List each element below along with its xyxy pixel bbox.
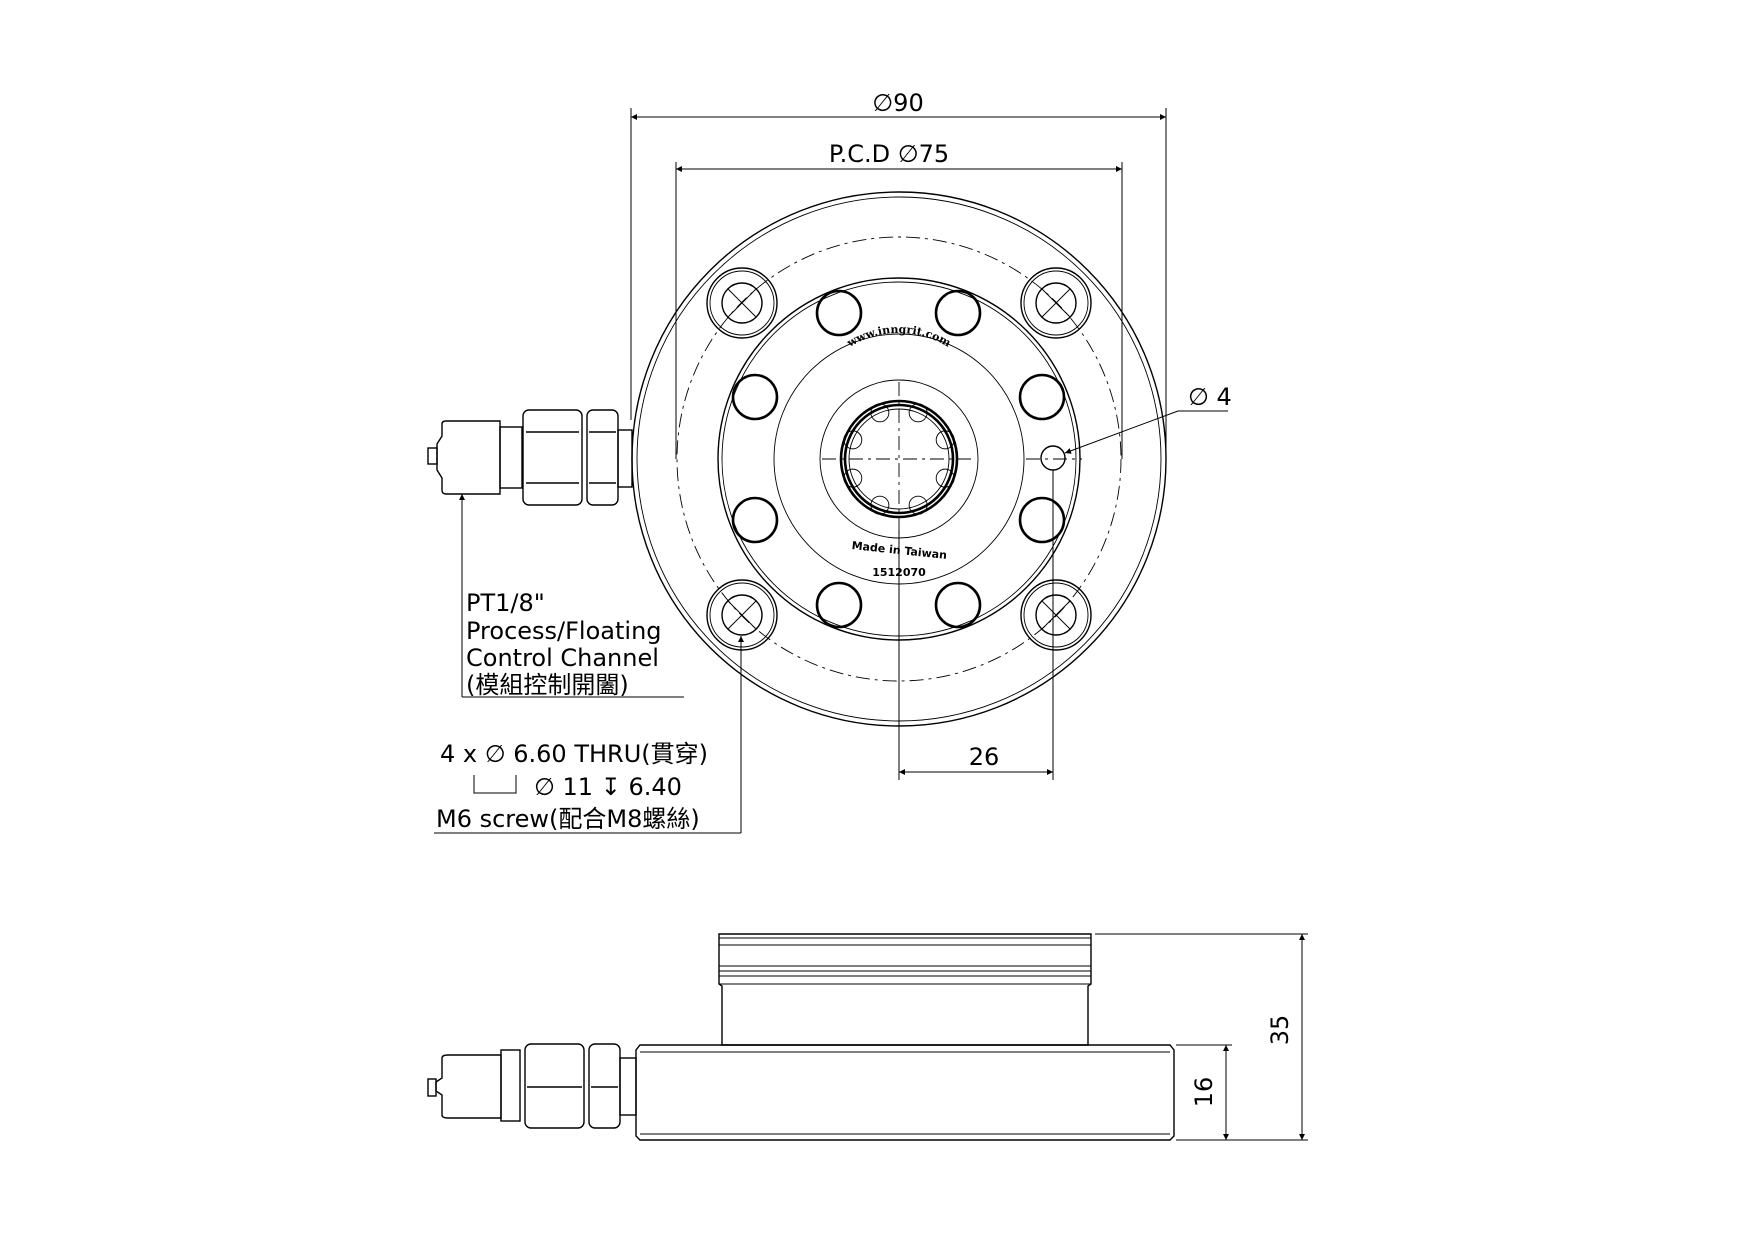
hub-scallop xyxy=(843,430,863,450)
callout-mounting-holes: 4 x ∅ 6.60 THRU(貫穿) ∅ 11 ↧ 6.40 M6 screw… xyxy=(434,636,744,834)
side-view xyxy=(427,933,1175,1141)
total-height-label: 35 xyxy=(1266,1015,1294,1046)
counterbore-label: ∅ 11 ↧ 6.40 xyxy=(534,773,682,801)
hub-scallop xyxy=(908,495,928,515)
screw-label: M6 screw(配合M8螺絲) xyxy=(436,805,700,833)
port-description-line1: Process/Floating xyxy=(466,617,662,645)
hub-scallop xyxy=(870,403,890,423)
dimension-offset: 26 xyxy=(898,470,1054,780)
mounting-hole xyxy=(1020,267,1092,339)
connector-tip xyxy=(427,447,438,465)
mounting-hole xyxy=(1020,579,1092,651)
counterbore-icon xyxy=(473,775,517,794)
pcd-label: P.C.D ∅75 xyxy=(829,140,949,168)
cylinder-grooves xyxy=(719,937,1091,985)
dimension-base-height: 16 xyxy=(1176,1044,1232,1140)
hub-scallops xyxy=(843,403,955,515)
small-hole-label: ∅ 4 xyxy=(1188,383,1232,411)
mounting-hole xyxy=(706,579,778,651)
hub-scallop xyxy=(843,468,863,488)
base-flange xyxy=(635,1044,1175,1141)
threaded-hole xyxy=(815,581,863,629)
port-description-line2: Control Channel xyxy=(466,644,659,672)
base-height-label: 16 xyxy=(1190,1077,1218,1108)
offset-label: 26 xyxy=(969,743,1000,771)
pcd-circle xyxy=(676,236,1122,682)
connector-body xyxy=(436,420,501,495)
small-pin-hole xyxy=(1040,445,1066,471)
dimension-outer-diameter: ∅90 xyxy=(630,89,1167,459)
pneumatic-connector-side xyxy=(427,1043,637,1129)
hub-bore-inner xyxy=(843,403,955,515)
threaded-hole xyxy=(1018,496,1066,544)
threaded-hole xyxy=(1018,373,1066,421)
threaded-hole xyxy=(731,496,779,544)
outer-diameter-label: ∅90 xyxy=(872,89,923,117)
threaded-hole xyxy=(731,373,779,421)
dimension-pcd: P.C.D ∅75 xyxy=(675,140,1123,459)
hub-scallop xyxy=(935,430,955,450)
engraving-url: www.inngrit.com xyxy=(844,323,953,350)
dimension-small-hole: ∅ 4 xyxy=(1064,383,1232,454)
port-thread-label: PT1/8" xyxy=(466,589,545,617)
hole-thru-label: 4 x ∅ 6.60 THRU(貫穿) xyxy=(440,740,708,768)
top-cylinder xyxy=(718,933,1092,1046)
hub-scallop xyxy=(908,403,928,423)
callout-port: PT1/8" Process/Floating Control Channel … xyxy=(459,494,684,699)
threaded-hole xyxy=(934,581,982,629)
threaded-hole xyxy=(934,289,982,337)
port-description-chinese: (模組控制開闔) xyxy=(466,671,629,699)
pneumatic-connector-top xyxy=(427,409,633,506)
hub-scallop xyxy=(870,495,890,515)
mounting-hole xyxy=(706,267,778,339)
hub-scallop xyxy=(935,468,955,488)
threaded-hole xyxy=(815,289,863,337)
dimension-total-height: 35 xyxy=(1095,933,1308,1141)
